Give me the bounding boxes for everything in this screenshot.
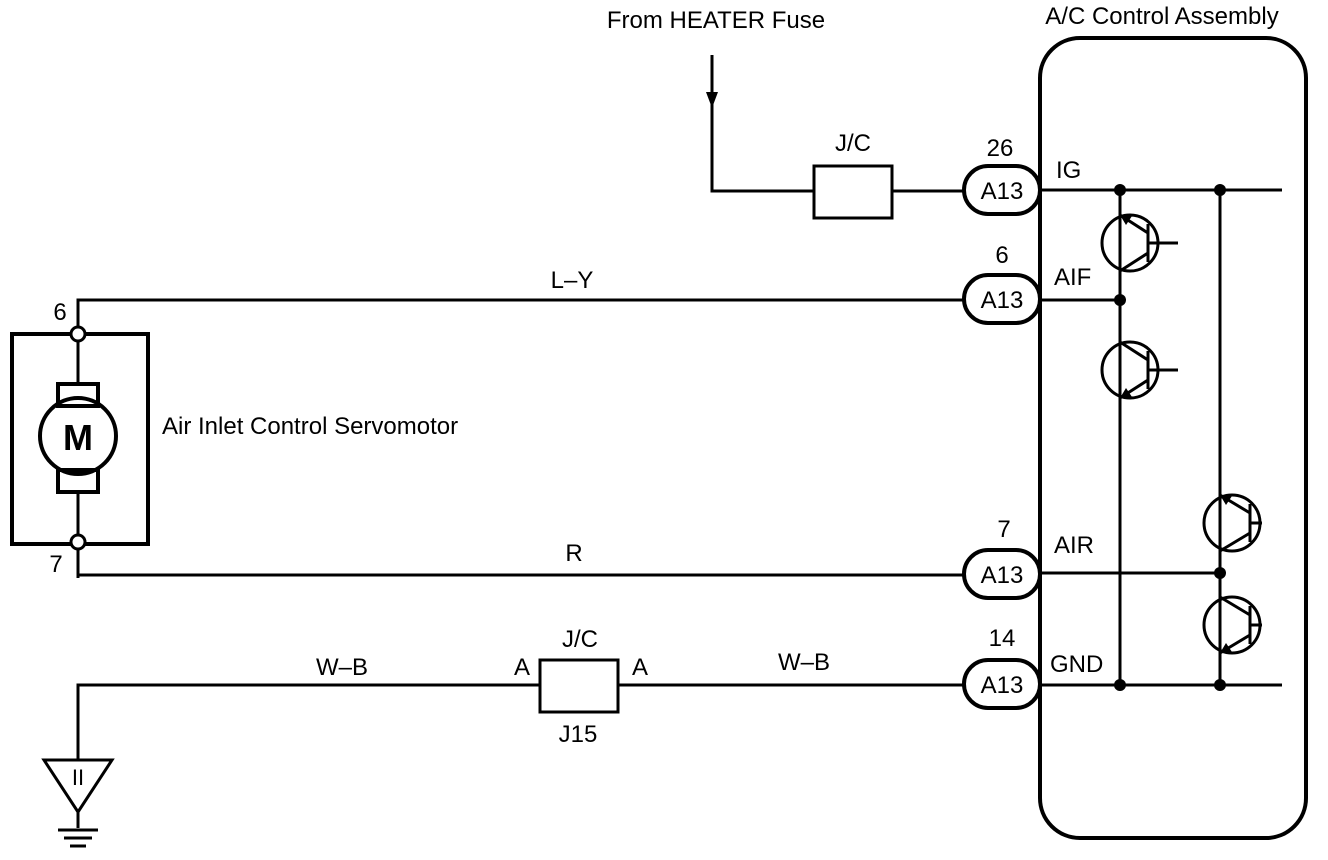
transistor-icon bbox=[1202, 595, 1262, 655]
terminal-pin-6 bbox=[69, 325, 87, 343]
connector-pin: 26 bbox=[987, 135, 1014, 162]
air-inlet-servomotor: M bbox=[10, 304, 150, 578]
wire-wb bbox=[76, 683, 964, 760]
junction-bottom-label: J/C bbox=[562, 626, 598, 653]
connector-air: A13 7 AIR bbox=[962, 516, 1094, 600]
wire-ly-label: L–Y bbox=[551, 267, 594, 294]
wire-wb-right-label: W–B bbox=[778, 649, 830, 676]
servomotor-label: Air Inlet Control Servomotor bbox=[162, 413, 458, 440]
connector-code: A13 bbox=[981, 672, 1024, 699]
connector-ig: A13 26 IG bbox=[962, 135, 1081, 216]
assembly-label: A/C Control Assembly bbox=[1045, 3, 1278, 30]
terminal-label-aif: AIF bbox=[1054, 264, 1091, 291]
wire-ly bbox=[76, 298, 964, 327]
junction-connector-bottom bbox=[538, 658, 620, 714]
transistor-icon bbox=[1100, 340, 1178, 400]
terminal-label-ig: IG bbox=[1056, 157, 1081, 184]
servomotor-pin-bottom: 7 bbox=[49, 551, 62, 578]
junction-bottom-code: J15 bbox=[559, 721, 598, 748]
heater-fuse-wire bbox=[706, 55, 814, 193]
terminal-pin-7 bbox=[69, 533, 87, 551]
connector-aif: A13 6 AIF bbox=[962, 242, 1091, 325]
connector-gnd: A13 14 GND bbox=[962, 625, 1103, 710]
junction-bottom-pin-left: A bbox=[514, 654, 530, 681]
junction-top-label: J/C bbox=[835, 130, 871, 157]
motor-symbol: M bbox=[63, 417, 93, 458]
wire-r-label: R bbox=[565, 540, 582, 567]
connector-code: A13 bbox=[981, 287, 1024, 314]
junction-bottom-pin-right: A bbox=[632, 654, 648, 681]
connector-pin: 7 bbox=[997, 516, 1010, 543]
terminal-label-air: AIR bbox=[1054, 532, 1094, 559]
internal-circuit bbox=[1040, 184, 1282, 691]
terminal-label-gnd: GND bbox=[1050, 651, 1103, 678]
junction-connector-top bbox=[812, 164, 894, 220]
connector-code: A13 bbox=[981, 178, 1024, 205]
wire-r bbox=[76, 549, 964, 577]
wire-wb-left-label: W–B bbox=[316, 654, 368, 681]
ground-symbol-label: II bbox=[72, 765, 84, 790]
ground-icon bbox=[41, 758, 115, 848]
servomotor-pin-top: 6 bbox=[53, 299, 66, 326]
ac-control-assembly-box bbox=[1038, 36, 1308, 840]
transistor-icon bbox=[1100, 213, 1178, 273]
transistor-icon bbox=[1202, 493, 1262, 553]
connector-pin: 14 bbox=[989, 625, 1016, 652]
connector-pin: 6 bbox=[995, 242, 1008, 269]
motor-icon bbox=[38, 396, 118, 476]
source-label: From HEATER Fuse bbox=[607, 7, 825, 34]
connector-code: A13 bbox=[981, 562, 1024, 589]
